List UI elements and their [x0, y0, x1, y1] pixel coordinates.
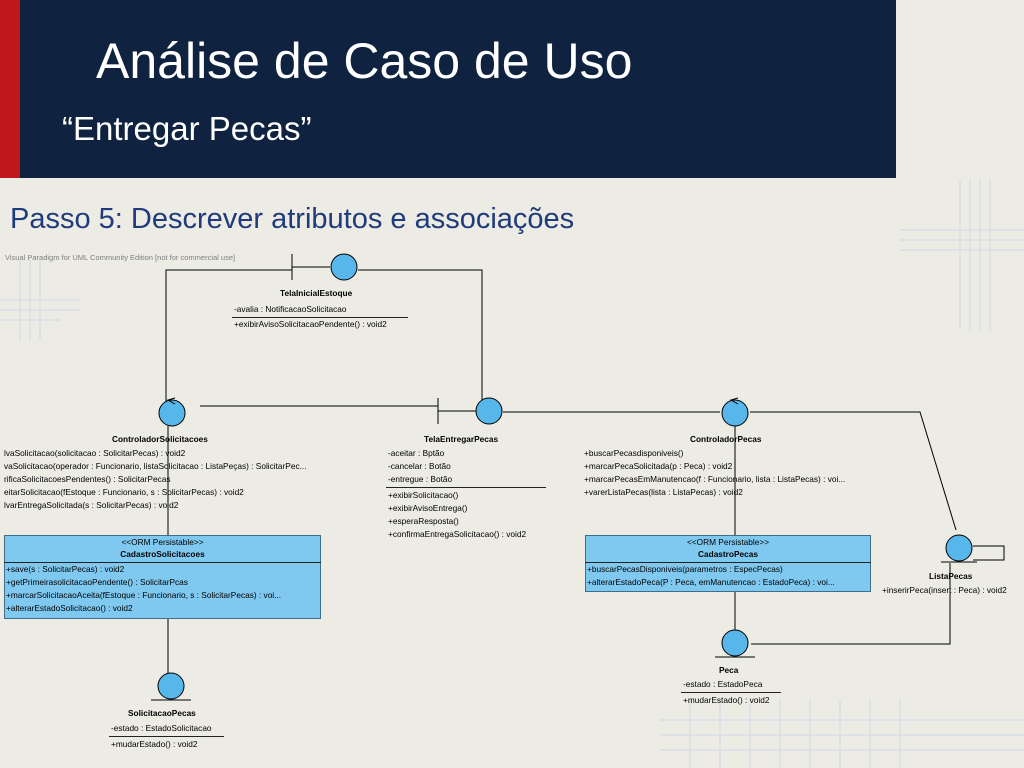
ops-cadastro-solicitacoes: +save(s : SolicitarPecas) : void2 +getPr… [6, 563, 281, 615]
separator [4, 562, 321, 563]
class-name-solicitacao-pecas: SolicitacaoPecas [128, 708, 196, 718]
op-solicitacao-pecas: +mudarEstado() : void2 [111, 739, 198, 749]
title-header [20, 0, 896, 178]
slide-title: Análise de Caso de Uso [96, 33, 633, 89]
attr-tela-inicial: -avalia : NotificacaoSolicitacao [234, 304, 347, 314]
entity-icon-peca [715, 629, 755, 658]
separator [232, 317, 408, 318]
assoc-controlador-pecas-lista [750, 411, 957, 531]
operation: +buscarPecasDisponiveis(parametros : Esp… [587, 564, 783, 574]
step-heading: Passo 5: Descrever atributos e associaçõ… [10, 203, 575, 235]
op-peca: +mudarEstado() : void2 [683, 695, 770, 705]
operation: +buscarPecasdisponiveis() [584, 448, 684, 458]
assoc-tela-inicial-tela-entregar [358, 269, 483, 400]
operation: +marcarSolicitacaoAceita(fEstoque : Func… [6, 590, 282, 600]
operation: +confirmaEntregaSolicitacao() : void2 [388, 529, 527, 539]
operation: +exibirAvisoEntrega() [388, 503, 468, 513]
watermark-text: Visual Paradigm for UML Community Editio… [5, 253, 236, 262]
operation: +marcarPecasEmManutencao(f : Funcionario… [584, 474, 846, 484]
ops-controlador-pecas: +buscarPecasdisponiveis() +marcarPecaSol… [584, 447, 845, 499]
operation: lvaSolicitacao(solicitacao : SolicitarPe… [4, 448, 186, 458]
entity-icon-solicitacao-pecas [151, 672, 191, 701]
attribute: -entregue : Botão [388, 474, 453, 484]
op-lista-pecas: +inserirPeca(insert : Peca) : void2 [882, 585, 1007, 595]
class-name-tela-entregar: TelaEntregarPecas [424, 434, 499, 444]
operation: +varerListaPecas(lista : ListaPecas) : v… [584, 487, 743, 497]
separator [386, 487, 546, 488]
class-box-cadastro-pecas [585, 535, 871, 592]
operation: +exibirSolicitacao() [388, 490, 459, 500]
stereotype-cadastro-solicitacoes: <<ORM Persistable>> [121, 537, 204, 547]
stereotype-cadastro-pecas: <<ORM Persistable>> [686, 537, 770, 547]
assoc-lista-self [973, 545, 1005, 561]
operation: +getPrimeirasolicitacaoPendente() : Soli… [6, 577, 188, 587]
class-name-peca: Peca [719, 665, 739, 675]
operation: vaSolicitacao(operador : Funcionario, li… [4, 461, 307, 471]
class-name-cadastro-pecas: CadastroPecas [698, 549, 758, 559]
class-name-tela-inicial: TelaInicialEstoque [280, 288, 353, 298]
attrs-tela-entregar: -aceitar : Bptão -cancelar : Botão -entr… [388, 447, 452, 486]
ops-cadastro-pecas: +buscarPecasDisponiveis(parametros : Esp… [587, 563, 835, 589]
operation: +esperaResposta() [388, 516, 459, 526]
operation: rificaSolicitacoesPendentes() : Solicita… [4, 474, 171, 484]
class-name-controlador-solicitacoes: ControladorSolicitacoes [112, 434, 208, 444]
class-name-lista-pecas: ListaPecas [929, 571, 973, 581]
slide-subtitle: “Entregar Pecas” [62, 110, 312, 147]
boundary-icon-tela-inicial [291, 253, 358, 281]
control-icon-controlador-solicitacoes [158, 397, 186, 427]
accent-bar [0, 0, 20, 178]
boundary-icon-tela-entregar [437, 397, 503, 425]
attr-peca: -estado : EstadoPeca [683, 679, 763, 689]
class-name-cadastro-solicitacoes: CadastroSolicitacoes [120, 549, 205, 559]
attr-solicitacao-pecas: -estado : EstadoSolicitacao [111, 723, 212, 733]
class-name-controlador-pecas: ControladorPecas [690, 434, 762, 444]
class-box-cadastro-solicitacoes [4, 535, 321, 619]
separator [585, 562, 871, 563]
operation: +alterarEstadoSolicitacao() : void2 [6, 603, 133, 613]
operation: lvarEntregaSolicitada(s : SolicitarPecas… [4, 500, 179, 510]
op-controlador-solicitacoes: lvaSolicitacao(solicitacao : SolicitarPe… [4, 447, 307, 512]
operation: +marcarPecaSolicitada(p : Peca) : void2 [584, 461, 733, 471]
attribute: -aceitar : Bptão [388, 448, 445, 458]
separator [681, 692, 781, 693]
operation: +alterarEstadoPeca(P : Peca, emManutenca… [587, 577, 835, 587]
entity-icon-lista-pecas [941, 534, 977, 563]
assoc-tela-inicial-controlador [165, 269, 292, 412]
attribute: -cancelar : Botão [388, 461, 451, 471]
operation: +save(s : SolicitarPecas) : void2 [6, 564, 125, 574]
ops-tela-entregar: +exibirSolicitacao() +exibirAvisoEntrega… [388, 489, 526, 541]
op-tela-inicial: +exibirAvisoSolicitacaoPendente() : void… [234, 319, 387, 329]
operation: eitarSolicitacao(fEstoque : Funcionario,… [4, 487, 244, 497]
separator [109, 736, 224, 737]
control-icon-controlador-pecas [721, 397, 749, 427]
assoc-lista-pecas-peca [751, 563, 951, 645]
